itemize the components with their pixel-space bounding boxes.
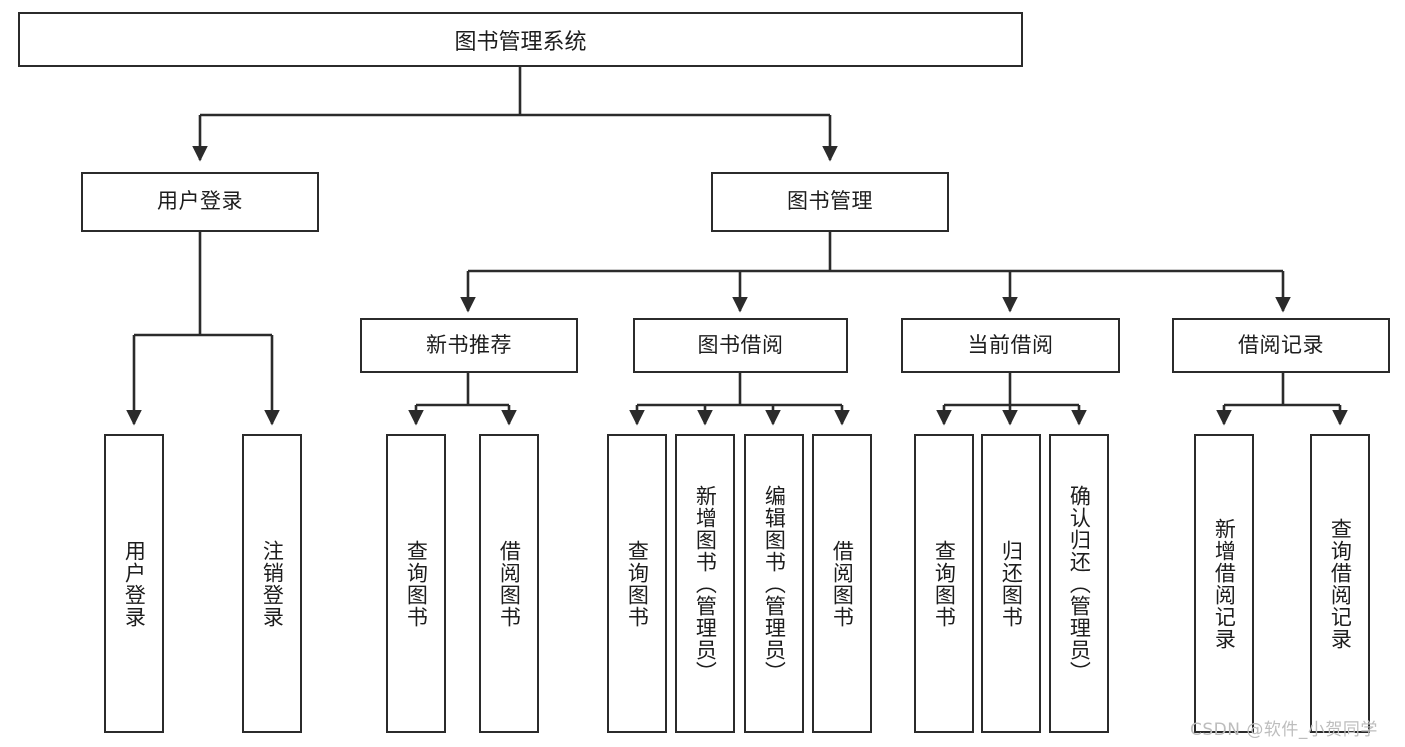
node-leaf-borrow-book[interactable]: 借阅图书 <box>812 434 872 733</box>
node-leaf-current-query-book[interactable]: 查询图书 <box>914 434 974 733</box>
node-book-manage-label: 图书管理 <box>787 189 873 214</box>
node-borrow-record[interactable]: 借阅记录 <box>1172 318 1390 373</box>
node-leaf-borrow-book-label: 借阅图书 <box>830 539 855 628</box>
node-leaf-borrow-query-book[interactable]: 查询图书 <box>607 434 667 733</box>
node-leaf-confirm-return-admin-label: 确认归还（管理员） <box>1067 484 1092 683</box>
node-leaf-confirm-return-admin[interactable]: 确认归还（管理员） <box>1049 434 1109 733</box>
node-root-label: 图书管理系统 <box>454 29 587 55</box>
node-user-login-label: 用户登录 <box>157 189 243 214</box>
node-leaf-add-borrow-record[interactable]: 新增借阅记录 <box>1194 434 1254 733</box>
node-leaf-edit-book-admin[interactable]: 编辑图书（管理员） <box>744 434 804 733</box>
node-leaf-user-login[interactable]: 用户登录 <box>104 434 164 733</box>
node-leaf-logout-label: 注销登录 <box>260 539 285 628</box>
node-book-borrow[interactable]: 图书借阅 <box>633 318 848 373</box>
node-leaf-logout[interactable]: 注销登录 <box>242 434 302 733</box>
node-book-manage[interactable]: 图书管理 <box>711 172 949 232</box>
node-current-borrow-label: 当前借阅 <box>967 332 1054 357</box>
node-new-book-recommend[interactable]: 新书推荐 <box>360 318 578 373</box>
node-leaf-query-borrow-record[interactable]: 查询借阅记录 <box>1310 434 1370 733</box>
node-leaf-edit-book-admin-label: 编辑图书（管理员） <box>762 484 787 683</box>
node-current-borrow[interactable]: 当前借阅 <box>901 318 1120 373</box>
node-leaf-add-book-admin[interactable]: 新增图书（管理员） <box>675 434 735 733</box>
node-borrow-record-label: 借阅记录 <box>1238 332 1324 357</box>
node-leaf-add-book-admin-label: 新增图书（管理员） <box>693 484 718 683</box>
node-book-borrow-label: 图书借阅 <box>697 332 784 357</box>
node-user-login[interactable]: 用户登录 <box>81 172 319 232</box>
node-leaf-recommend-query-book-label: 查询图书 <box>404 539 429 628</box>
node-leaf-borrow-query-book-label: 查询图书 <box>625 539 650 628</box>
node-leaf-return-book[interactable]: 归还图书 <box>981 434 1041 733</box>
node-leaf-current-query-book-label: 查询图书 <box>932 539 957 628</box>
node-leaf-add-borrow-record-label: 新增借阅记录 <box>1212 517 1237 650</box>
node-new-book-recommend-label: 新书推荐 <box>426 332 512 357</box>
node-leaf-recommend-borrow-book[interactable]: 借阅图书 <box>479 434 539 733</box>
node-leaf-recommend-borrow-book-label: 借阅图书 <box>497 539 522 628</box>
node-root[interactable]: 图书管理系统 <box>18 12 1023 67</box>
node-leaf-user-login-label: 用户登录 <box>122 539 147 628</box>
node-leaf-query-borrow-record-label: 查询借阅记录 <box>1328 517 1353 650</box>
node-leaf-recommend-query-book[interactable]: 查询图书 <box>386 434 446 733</box>
node-leaf-return-book-label: 归还图书 <box>999 539 1024 628</box>
